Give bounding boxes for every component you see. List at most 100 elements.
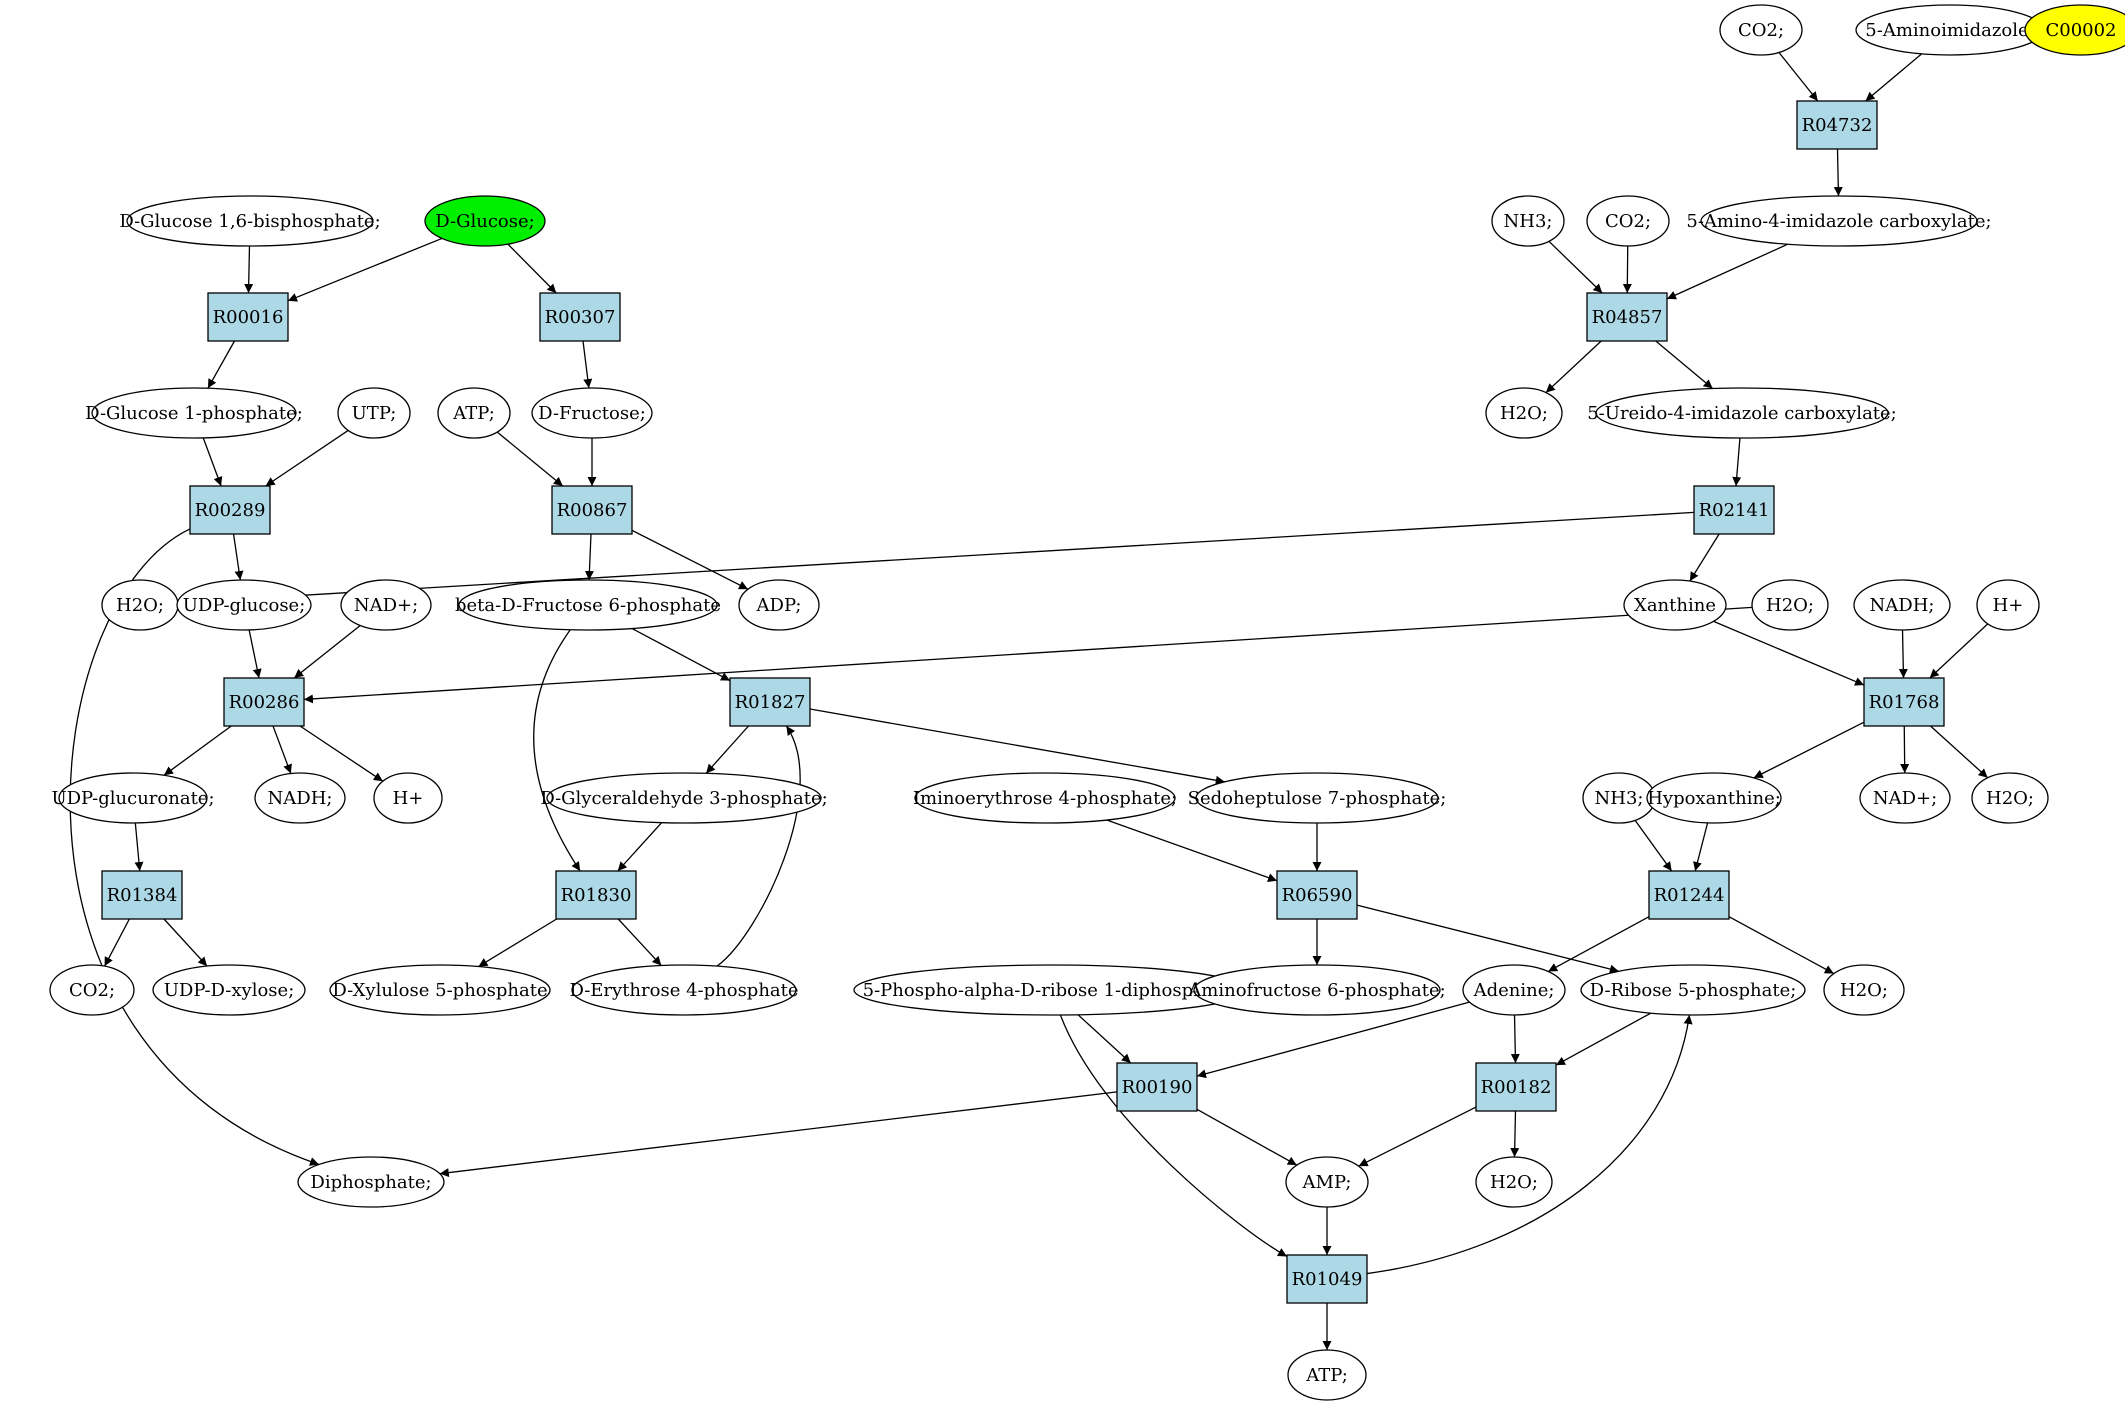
edge-glc16bp-to-R00016 — [244, 245, 254, 294]
reaction-node-R00286[interactable]: R00286 — [223, 677, 305, 727]
reaction-node-R00289[interactable]: R00289 — [189, 485, 271, 535]
compound-node-h2o_f[interactable]: H2O; — [1475, 1156, 1553, 1208]
edge-prpp-to-R01049 — [1059, 1014, 1288, 1258]
compound-node-iminoe4p[interactable]: Iminoerythrose 4-phosphate; — [913, 772, 1177, 824]
compound-label: Aminofructose 6-phosphate; — [1187, 980, 1445, 1001]
compound-node-fructose[interactable]: D-Fructose; — [531, 387, 653, 439]
compound-node-atp_a[interactable]: ATP; — [437, 387, 511, 439]
compound-node-xu5p[interactable]: D-Xylulose 5-phosphate — [329, 964, 551, 1016]
compound-node-amp[interactable]: AMP; — [1285, 1156, 1369, 1208]
compound-node-co2_b[interactable]: CO2; — [1586, 195, 1670, 247]
compound-node-glc1p[interactable]: D-Glucose 1-phosphate; — [85, 387, 303, 439]
compound-node-glc16bp[interactable]: D-Glucose 1,6-bisphosphate; — [119, 195, 381, 247]
reaction-node-R00307[interactable]: R00307 — [539, 292, 621, 342]
reaction-node-R01827[interactable]: R01827 — [729, 677, 811, 727]
edge-R02141-to-h2o_b — [177, 511, 1695, 607]
reaction-box — [189, 485, 271, 535]
compound-ellipse — [1623, 579, 1727, 631]
compound-node-nh3_a[interactable]: NH3; — [1491, 195, 1565, 247]
compound-node-glucose[interactable]: D-Glucose; — [424, 195, 546, 247]
edge-nadh_a-to-R01768 — [1898, 629, 1908, 679]
reaction-box — [1648, 870, 1730, 920]
reaction-node-R01049[interactable]: R01049 — [1286, 1254, 1368, 1304]
reaction-node-R00182[interactable]: R00182 — [1475, 1062, 1557, 1112]
compound-node-nadh_b[interactable]: NADH; — [254, 772, 346, 824]
compound-node-aminof6p[interactable]: Aminofructose 6-phosphate; — [1187, 964, 1446, 1016]
reaction-node-R01384[interactable]: R01384 — [101, 870, 183, 920]
edge-R01384-to-udpxyl — [163, 918, 208, 967]
compound-node-nadp_a[interactable]: NAD+; — [340, 579, 432, 631]
compound-label: H2O; — [1490, 1172, 1538, 1193]
compound-node-diphosphate[interactable]: Diphosphate; — [297, 1156, 445, 1208]
edge-R00307-to-fructose — [582, 340, 593, 389]
compound-node-utp[interactable]: UTP; — [337, 387, 411, 439]
edge-R04857-to-h2o_a — [1545, 340, 1602, 394]
compound-node-h2o_e[interactable]: H2O; — [1823, 964, 1905, 1016]
compound-label: Iminoerythrose 4-phosphate; — [913, 788, 1177, 809]
edge-f6p-to-R01827 — [631, 627, 731, 682]
edge-R01384-to-co2_c — [103, 918, 130, 967]
edge-R04732-to-aica — [1833, 148, 1843, 197]
edge-R01244-to-h2o_e — [1728, 916, 1835, 975]
compound-ellipse — [571, 964, 797, 1016]
reaction-label: R01830 — [561, 885, 632, 906]
compound-ellipse — [152, 964, 306, 1016]
compound-node-h2o_c[interactable]: H2O; — [1751, 579, 1829, 631]
compound-node-h2o_d[interactable]: H2O; — [1971, 772, 2049, 824]
compound-node-xanthine[interactable]: Xanthine — [1623, 579, 1727, 631]
compound-node-f6p[interactable]: beta-D-Fructose 6-phosphate — [455, 579, 721, 631]
compound-node-e4p[interactable]: D-Erythrose 4-phosphate — [569, 964, 799, 1016]
reaction-box — [1286, 1254, 1368, 1304]
reaction-node-R00016[interactable]: R00016 — [207, 292, 289, 342]
compound-ellipse — [1195, 772, 1439, 824]
reaction-node-R01244[interactable]: R01244 — [1648, 870, 1730, 920]
compound-node-ureido[interactable]: 5-Ureido-4-imidazole carboxylate; — [1587, 387, 1897, 439]
compound-node-co2_a[interactable]: CO2; — [1719, 4, 1803, 56]
edge-R00190-to-amp — [1196, 1108, 1298, 1166]
reaction-label: R01384 — [107, 885, 178, 906]
reaction-label: R01049 — [1292, 1269, 1363, 1290]
compound-node-c00002[interactable]: C00002 — [2024, 4, 2125, 56]
compound-node-aica[interactable]: 5-Amino-4-imidazole carboxylate; — [1686, 195, 1992, 247]
compound-node-h2o_b[interactable]: H2O; — [101, 579, 179, 631]
edge-R06590-to-r5p — [1356, 904, 1620, 974]
reaction-node-R00190[interactable]: R00190 — [1116, 1062, 1198, 1112]
compound-node-hypox[interactable]: Hypoxanthine; — [1646, 772, 1782, 824]
compound-ellipse — [2024, 4, 2125, 56]
compound-node-atp_b[interactable]: ATP; — [1287, 1349, 1367, 1401]
compound-node-co2_c[interactable]: CO2; — [49, 964, 135, 1016]
reaction-node-R01830[interactable]: R01830 — [555, 870, 637, 920]
reaction-label: R01827 — [735, 692, 806, 713]
reaction-node-R00867[interactable]: R00867 — [551, 485, 633, 535]
compound-node-udpxyl[interactable]: UDP-D-xylose; — [152, 964, 306, 1016]
compound-node-r5p[interactable]: D-Ribose 5-phosphate; — [1580, 964, 1806, 1016]
compound-node-s7p[interactable]: Sedoheptulose 7-phosphate; — [1188, 772, 1447, 824]
compound-node-adp[interactable]: ADP; — [738, 579, 820, 631]
compound-node-adenine[interactable]: Adenine; — [1462, 964, 1566, 1016]
compound-node-h2o_a[interactable]: H2O; — [1485, 387, 1563, 439]
compound-node-aminoimidazole[interactable]: 5-Aminoimidazole; — [1855, 4, 2045, 56]
reaction-node-R06590[interactable]: R06590 — [1276, 870, 1358, 920]
compound-node-g3p[interactable]: D-Glyceraldehyde 3-phosphate; — [540, 772, 828, 824]
compound-ellipse — [1595, 387, 1889, 439]
reaction-node-R04732[interactable]: R04732 — [1796, 100, 1878, 150]
reaction-node-R04857[interactable]: R04857 — [1586, 292, 1668, 342]
compound-label: H2O; — [1500, 403, 1548, 424]
compound-node-prpp[interactable]: 5-Phospho-alpha-D-ribose 1-diphosphate; — [853, 964, 1249, 1016]
reaction-node-R01768[interactable]: R01768 — [1863, 677, 1945, 727]
compound-ellipse — [373, 772, 443, 824]
reaction-node-R02141[interactable]: R02141 — [1693, 485, 1775, 535]
compound-label: ATP; — [452, 403, 495, 424]
compound-node-udpglc[interactable]: UDP-glucose; — [176, 579, 312, 631]
compound-node-nh3_b[interactable]: NH3; — [1582, 772, 1656, 824]
compound-node-nadp_b[interactable]: NAD+; — [1859, 772, 1951, 824]
compound-ellipse — [337, 387, 411, 439]
compound-node-nadh_a[interactable]: NADH; — [1853, 579, 1951, 631]
compound-node-hplus_b[interactable]: H+ — [373, 772, 443, 824]
compound-label: 5-Amino-4-imidazole carboxylate; — [1686, 211, 1991, 232]
reaction-box — [729, 677, 811, 727]
compound-label: H2O; — [116, 595, 164, 616]
compound-node-udpglcur[interactable]: UDP-glucuronate; — [51, 772, 215, 824]
reaction-box — [223, 677, 305, 727]
compound-node-hplus_a[interactable]: H+ — [1976, 579, 2040, 631]
